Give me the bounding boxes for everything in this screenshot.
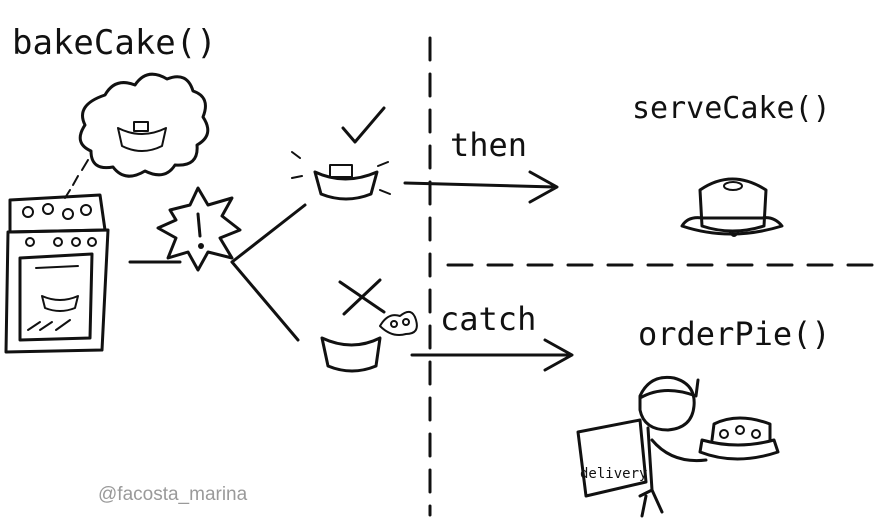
failed-cake-icon xyxy=(320,278,418,373)
cake-on-plate-icon xyxy=(680,177,784,237)
order-pie-label: orderPie() xyxy=(638,315,831,353)
delivery-person-icon: delivery xyxy=(576,375,780,518)
catch-arrow-icon xyxy=(410,338,574,372)
success-cake-icon xyxy=(291,106,391,201)
author-credit: @facosta_marina xyxy=(98,484,248,505)
then-arrow-icon xyxy=(403,170,559,204)
thought-dashes xyxy=(64,159,89,199)
delivery-label: delivery xyxy=(580,466,647,482)
success-branch-line xyxy=(230,203,307,264)
delivery-box xyxy=(576,418,648,498)
oven-icon xyxy=(4,193,110,354)
bake-cake-label: bakeCake() xyxy=(12,23,217,63)
then-label: then xyxy=(450,126,527,164)
catch-label: catch xyxy=(440,300,536,338)
serve-cake-label: serveCake() xyxy=(632,91,831,126)
thought-cloud xyxy=(78,72,210,178)
exclamation-burst-icon xyxy=(156,186,242,272)
failure-branch-line xyxy=(230,260,300,342)
